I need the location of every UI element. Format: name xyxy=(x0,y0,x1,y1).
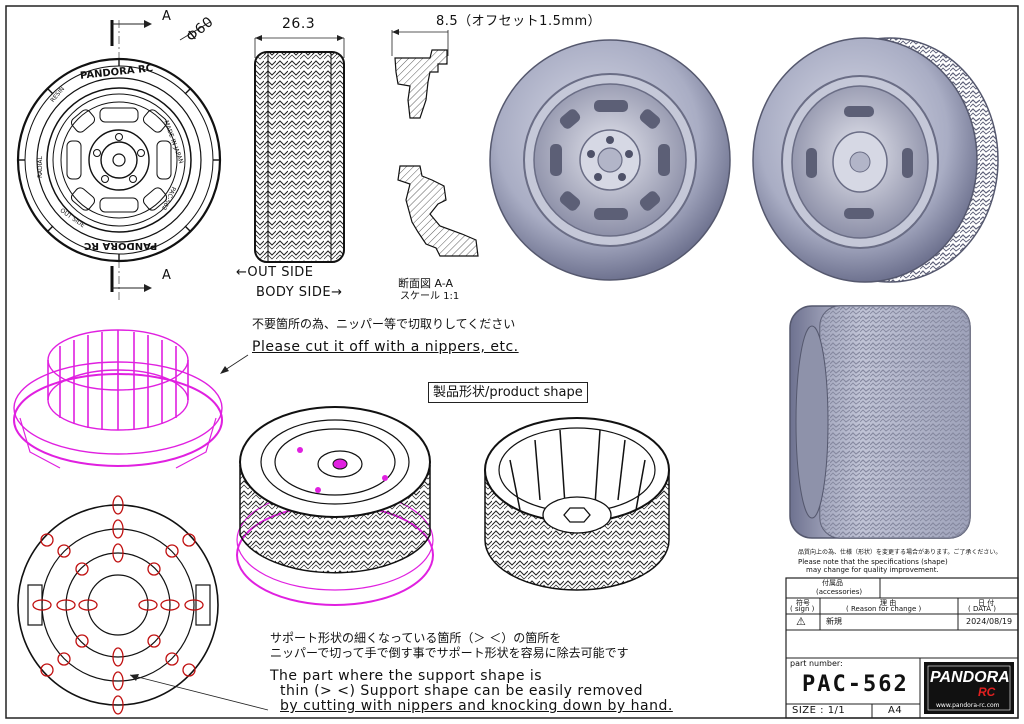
part-number: PAC-562 xyxy=(802,672,909,697)
spec-notice-jp: 品質向上の為、仕様（形状）を変更する場合があります。ご了承ください。 xyxy=(798,549,1002,556)
accessories-jp: 付属品 xyxy=(822,579,843,587)
cross-section-view xyxy=(391,29,479,257)
front-view-wheel xyxy=(16,20,222,300)
tire-brand-bottom: PANDORA RC xyxy=(84,240,158,251)
support-note-jp-1: サポート形状の細くなっている箇所（＞ ＜）の箇所を xyxy=(270,631,562,645)
section-scale: スケール 1:1 xyxy=(400,291,460,302)
revision-symbol: ⚠ xyxy=(796,615,806,628)
size-label: SIZE : 1/1 xyxy=(792,705,846,716)
logo-url: www.pandora-rc.com xyxy=(936,702,1000,709)
section-title: 断面図 A-A xyxy=(398,277,454,290)
reason-jp: 理 由 xyxy=(880,599,897,607)
tire-radial: RADIAL xyxy=(37,156,44,178)
support-structure-3d xyxy=(13,329,223,469)
spec-notice-en-1: Please note that the specifications (sha… xyxy=(798,558,948,566)
sign-en: ( sign ) xyxy=(790,605,815,613)
support-plan-view xyxy=(17,495,269,715)
cut-note-jp: 不要箇所の為、ニッパー等で切取りしてください xyxy=(252,317,516,331)
product-shape-label: 製品形状/product shape xyxy=(428,382,588,403)
sign-jp: 符号 xyxy=(796,599,810,607)
paper-size: A4 xyxy=(888,705,903,716)
tread-side-view xyxy=(254,35,345,263)
section-mark-top: A xyxy=(162,9,172,24)
isometric-wheel-line xyxy=(484,417,670,591)
logo-main: PANDORA xyxy=(930,669,1010,686)
offset-dimension: 8.5（オフセット1.5mm） xyxy=(436,14,602,29)
support-note-en-2: thin (> <) Support shape can be easily r… xyxy=(280,683,643,699)
support-note-en-3: by cutting with nippers and knocking dow… xyxy=(280,698,673,714)
support-note-jp-2: ニッパーで切って手で倒す事でサポート形状を容易に除去可能です xyxy=(270,646,629,660)
render-tire-tread xyxy=(789,305,971,539)
width-dimension: 26.3 xyxy=(282,16,316,32)
support-note-en-1: The part where the support shape is xyxy=(270,668,543,684)
out-side-label: ←OUT SIDE xyxy=(236,265,314,280)
revision-reason: 新規 xyxy=(826,617,842,626)
revision-date: 2024/08/19 xyxy=(966,617,1013,626)
logo-sub: RC xyxy=(978,685,996,699)
section-mark-bottom: A xyxy=(162,268,172,283)
spec-notice-en-2: may change for quality improvement. xyxy=(806,566,939,574)
pandora-logo xyxy=(924,662,1014,714)
date-jp: 日 付 xyxy=(978,599,995,607)
isometric-tire-with-support xyxy=(236,406,434,606)
render-wheel-angled xyxy=(752,37,999,283)
accessories-en: (accessories) xyxy=(816,588,863,596)
body-side-label: BODY SIDE→ xyxy=(256,285,343,300)
date-en: ( DATA ) xyxy=(968,605,996,613)
title-block-frame xyxy=(785,577,1019,719)
cut-note-en: Please cut it off with a nippers, etc. xyxy=(252,339,519,355)
reason-en: ( Reason for change ) xyxy=(846,605,922,613)
part-number-label: part number: xyxy=(790,659,843,668)
render-wheel-front xyxy=(489,39,731,281)
